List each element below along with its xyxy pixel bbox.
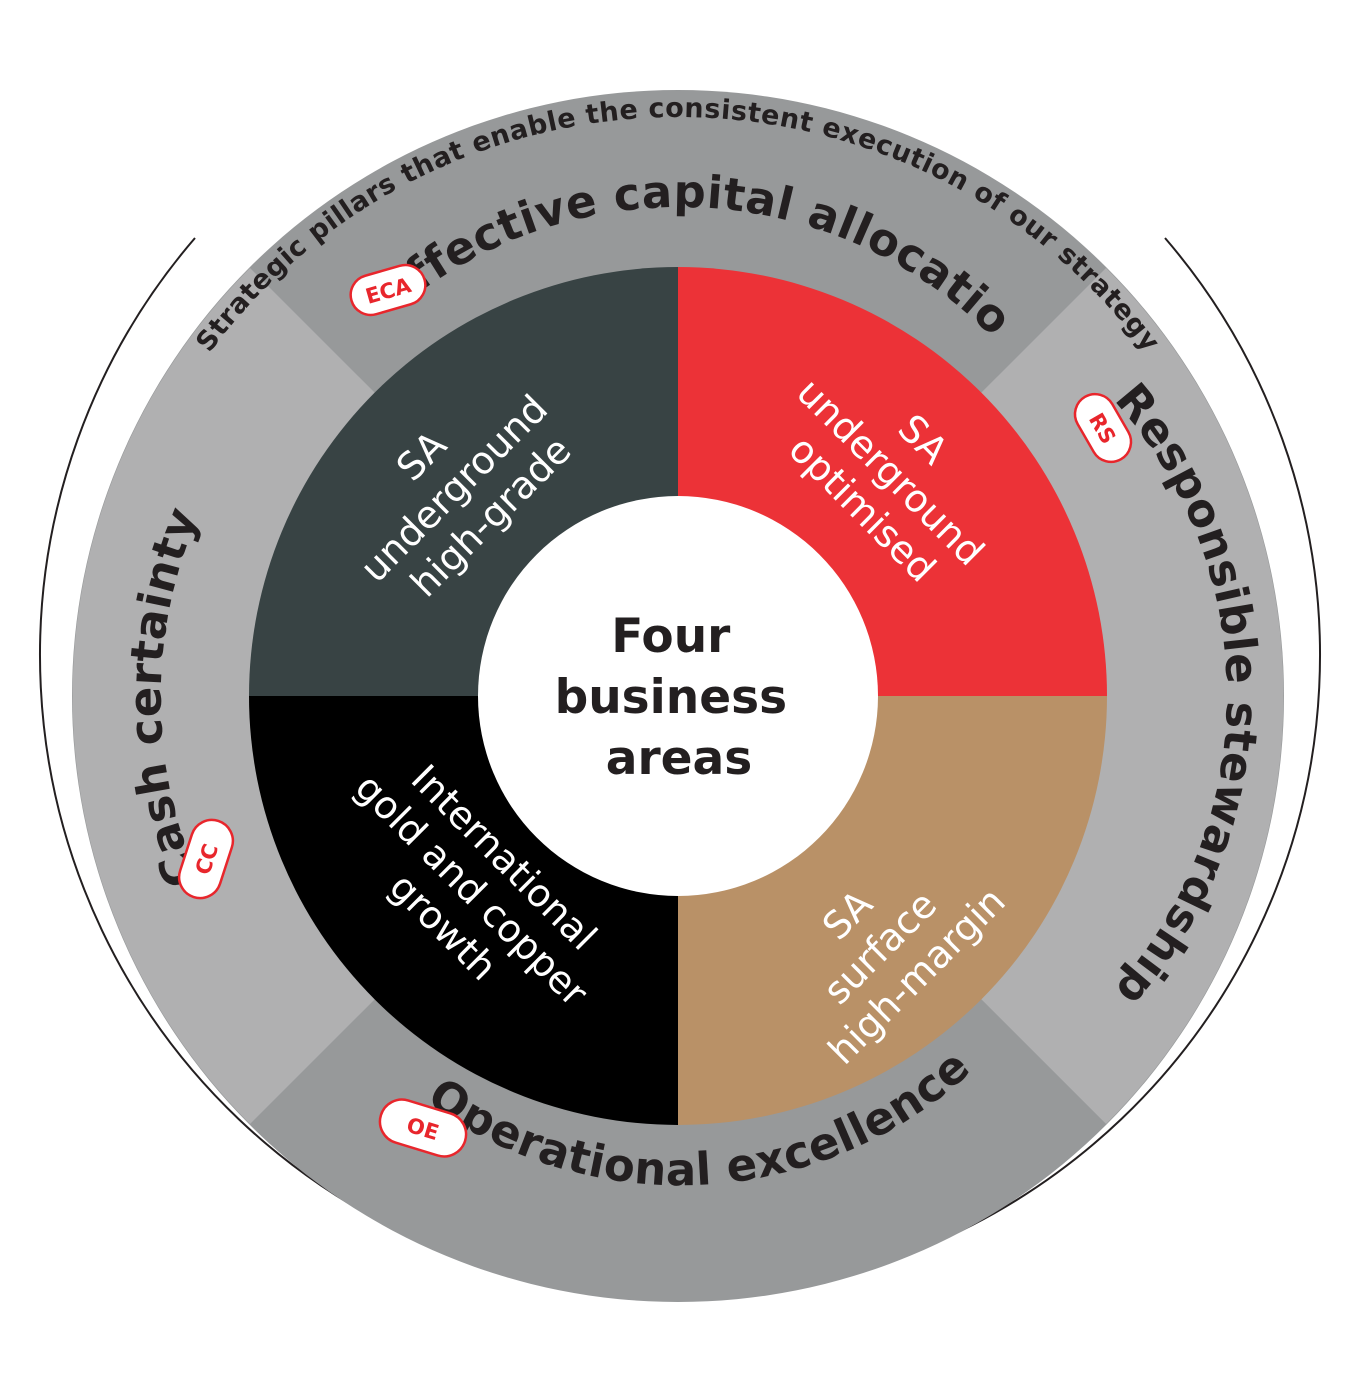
center-line-1: Four — [611, 609, 731, 664]
badge-eca-shape — [349, 263, 427, 317]
badge-oe: OE — [378, 1098, 468, 1158]
badge-oe-shape — [378, 1098, 468, 1158]
badge-rs-shape — [1073, 392, 1133, 464]
badge-cc: CC — [177, 818, 235, 900]
badge-cc-shape — [177, 818, 235, 900]
center-title: Four business areas — [555, 609, 804, 786]
center-line-2: business — [555, 670, 787, 725]
badge-eca: ECA — [349, 263, 427, 317]
center-line-3: areas — [606, 731, 752, 786]
center-circle — [478, 496, 878, 896]
badge-rs: RS — [1073, 392, 1133, 464]
